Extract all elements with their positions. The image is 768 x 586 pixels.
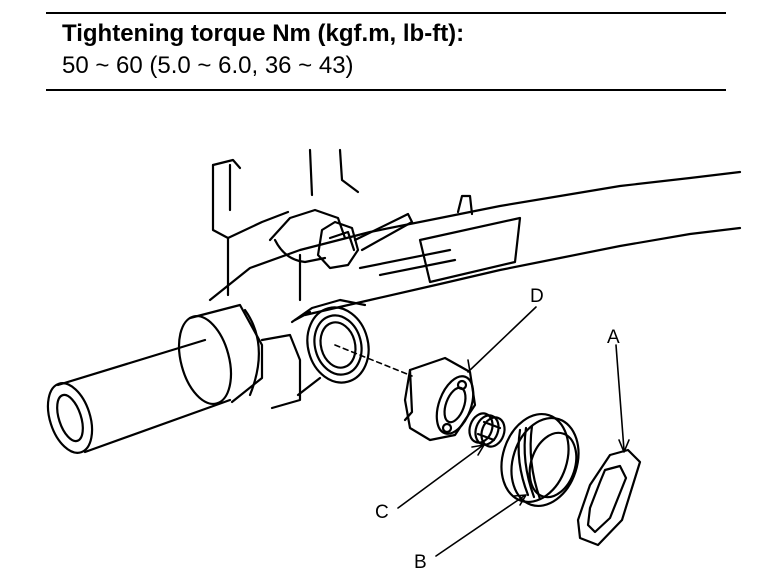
- spec-bottom-rule: [46, 89, 726, 91]
- callout-d: D: [530, 286, 544, 307]
- leader-lines: [397, 306, 630, 557]
- spec-top-rule: [46, 12, 726, 14]
- yoke-spring: [468, 412, 506, 448]
- yoke-port-housing: [260, 298, 370, 410]
- left-collar: [177, 303, 264, 406]
- leader-a: [615, 344, 625, 451]
- torque-spec-box: Tightening torque Nm (kgf.m, lb-ft): 50 …: [46, 0, 726, 92]
- mounting-bracket: [211, 148, 360, 297]
- callout-c: C: [375, 502, 389, 523]
- callout-a: A: [607, 327, 620, 348]
- left-tube: [46, 338, 232, 454]
- arrowhead-b: [513, 494, 527, 506]
- callout-b: B: [414, 552, 427, 573]
- yoke-plug: [500, 412, 580, 508]
- leader-d: [467, 306, 537, 373]
- arrowhead-d: [459, 359, 471, 373]
- arrowhead-c: [471, 444, 485, 456]
- alignment-dashed-line: [334, 344, 413, 377]
- leader-c: [397, 445, 483, 509]
- lock-nut-ring: [576, 448, 642, 547]
- torque-spec-value: 50 ~ 60 (5.0 ~ 6.0, 36 ~ 43): [62, 52, 354, 79]
- upper-bolt: [268, 208, 414, 270]
- leader-b: [435, 495, 525, 557]
- rack-housing: [208, 170, 742, 317]
- arrowhead-a: [618, 439, 630, 453]
- torque-spec-title: Tightening torque Nm (kgf.m, lb-ft):: [62, 20, 465, 47]
- rack-support-yoke: [403, 356, 477, 442]
